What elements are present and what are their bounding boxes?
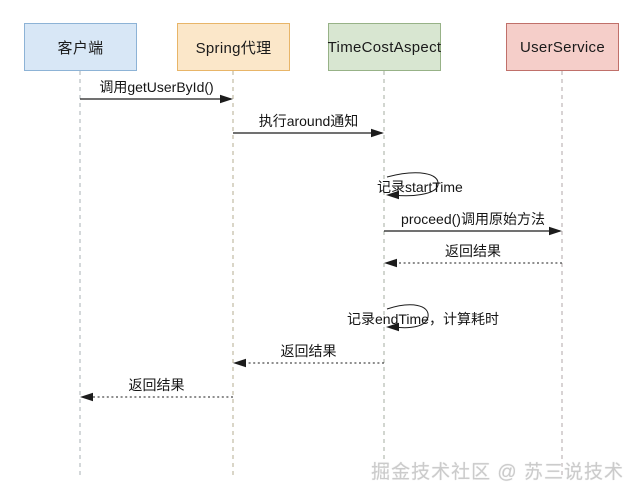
message-label: 返回结果: [280, 343, 337, 359]
message-label: 执行around通知: [258, 113, 359, 129]
message-label: 记录endTime，计算耗时: [347, 311, 499, 327]
actor-box-timecostaspect: TimeCostAspect: [328, 23, 441, 71]
message-label: proceed()调用原始方法: [401, 211, 545, 227]
actor-label: UserService: [520, 38, 605, 56]
actor-box-client: 客户端: [24, 23, 137, 71]
actor-box-spring-proxy: Spring代理: [177, 23, 290, 71]
actor-label: Spring代理: [195, 39, 272, 57]
message-label: 返回结果: [445, 243, 501, 259]
actor-label: TimeCostAspect: [327, 38, 442, 56]
actor-label: 客户端: [57, 39, 104, 57]
actor-box-userservice: UserService: [506, 23, 619, 71]
watermark: 掘金技术社区 @ 苏三说技术: [371, 462, 624, 483]
message-label: 记录startTime: [377, 179, 463, 195]
message-label: 返回结果: [128, 377, 185, 393]
message-label: 调用getUserById(): [99, 79, 214, 95]
